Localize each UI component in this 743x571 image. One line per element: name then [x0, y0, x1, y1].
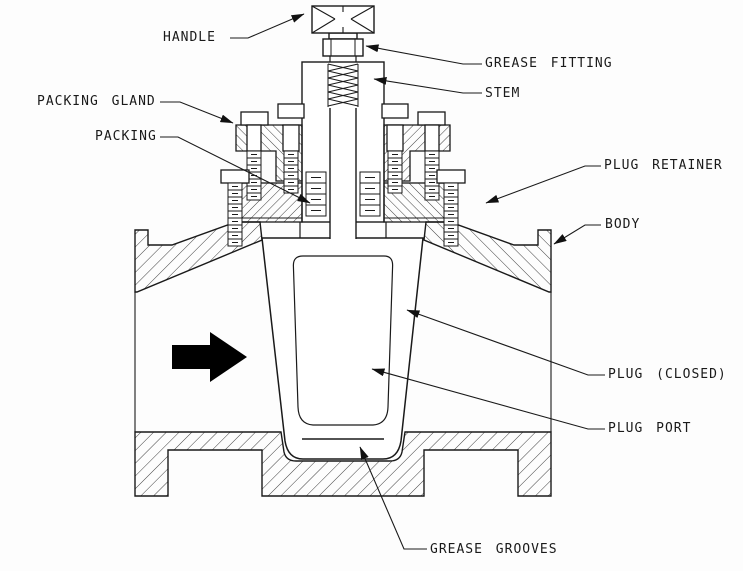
stem-shaft	[329, 108, 357, 239]
gland-bolt	[240, 111, 269, 201]
label-packing-gland: PACKING GLAND	[37, 94, 156, 109]
label-grease-fitting: GREASE FITTING	[485, 56, 613, 71]
leader-stem	[373, 76, 482, 94]
stem-threads	[327, 63, 359, 107]
leader-plug-closed	[406, 309, 605, 376]
valve-body-right-flange	[423, 221, 552, 433]
label-plug-retainer: PLUG RETAINER	[604, 158, 723, 173]
label-plug-closed: PLUG (CLOSED)	[608, 367, 727, 382]
leader-grease-grooves	[359, 446, 427, 550]
handle	[311, 5, 375, 40]
plug-port-outline	[292, 255, 394, 426]
leader-packing	[160, 136, 311, 204]
label-stem: STEM	[485, 86, 521, 101]
gland-retainer-assembly-left	[220, 103, 330, 247]
label-packing: PACKING	[95, 129, 157, 144]
label-grease-grooves: GREASE GROOVES	[430, 542, 558, 557]
leader-plug-retainer	[485, 165, 601, 204]
packing-rings	[305, 171, 327, 217]
leader-grease-fitting	[365, 44, 482, 65]
valve-body-left-flange	[134, 221, 263, 432]
label-handle: HANDLE	[163, 30, 216, 45]
flow-direction-arrow	[172, 332, 247, 382]
label-plug-port: PLUG PORT	[608, 421, 692, 436]
grease-fitting	[322, 38, 364, 62]
retainer-bolt	[220, 169, 250, 247]
leader-plug-port	[371, 368, 605, 430]
leader-packing-gland	[160, 101, 234, 124]
bonnet-bolt	[277, 103, 305, 194]
leader-handle	[230, 13, 305, 39]
label-body: BODY	[605, 217, 641, 232]
plug	[261, 222, 424, 460]
leader-body	[553, 224, 601, 245]
valve-body-bottom	[134, 431, 552, 497]
